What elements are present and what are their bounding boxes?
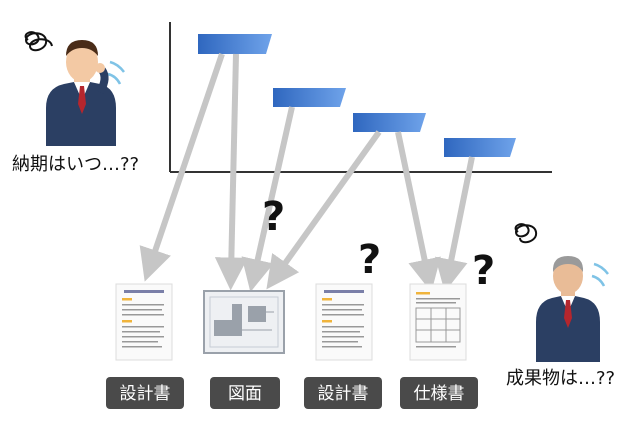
arrows xyxy=(139,53,475,293)
document-design-doc-1 xyxy=(115,283,173,361)
document-label-pill xyxy=(304,377,382,409)
sweat-icon xyxy=(591,274,606,287)
document-label: 設計書 xyxy=(120,384,171,404)
document-label-pill xyxy=(210,377,280,409)
document-label: 設計書 xyxy=(318,384,369,404)
document-label: 仕様書 xyxy=(414,384,465,404)
right-person-caption: 成果物は…?? xyxy=(506,368,615,389)
arrow xyxy=(435,156,475,293)
right-person xyxy=(514,223,609,362)
document-label-pill xyxy=(106,377,184,409)
left-person xyxy=(24,31,125,146)
task-bar xyxy=(444,138,516,157)
sweat-icon xyxy=(109,60,125,73)
arrow xyxy=(139,53,225,282)
stress-scribble-icon xyxy=(24,31,53,52)
document-design-doc-2 xyxy=(315,283,373,361)
document-label-pills: 設計書 図面 設計書 仕様書 xyxy=(106,377,478,409)
document-label: 図面 xyxy=(228,384,262,404)
task-bar xyxy=(198,34,272,54)
arrow xyxy=(395,131,441,293)
sweat-icon xyxy=(593,262,609,275)
question-mark: ? xyxy=(472,248,495,294)
sweat-icon xyxy=(107,72,122,85)
task-bar xyxy=(353,113,426,132)
stress-scribble-icon xyxy=(514,223,538,244)
arrow xyxy=(266,130,382,290)
question-mark: ? xyxy=(358,237,381,283)
document-spec-doc xyxy=(409,283,467,361)
arrow xyxy=(241,106,295,293)
question-mark: ? xyxy=(262,194,285,240)
document-label-pill xyxy=(400,377,478,409)
left-person-caption: 納期はいつ…?? xyxy=(12,154,139,175)
arrow xyxy=(214,53,248,291)
question-marks: ? ? ? xyxy=(262,194,495,294)
gantt-task-bars xyxy=(198,34,516,157)
document-drawing xyxy=(203,290,285,354)
task-bar xyxy=(273,88,346,107)
